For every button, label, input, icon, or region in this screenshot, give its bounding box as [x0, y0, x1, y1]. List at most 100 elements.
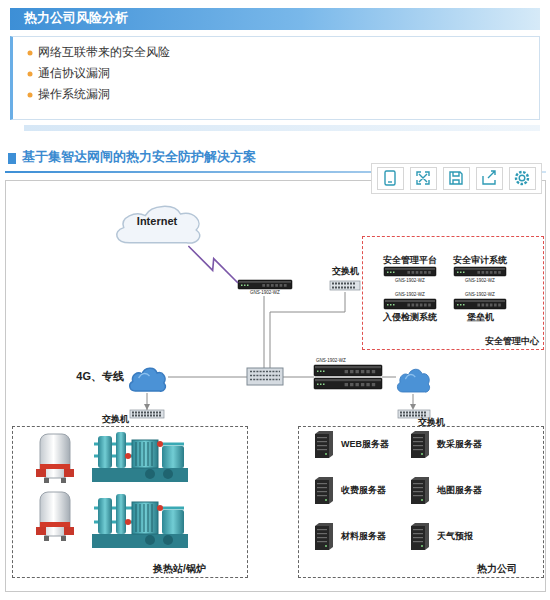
- boiler-tank: [64, 469, 74, 477]
- port-slot: [498, 271, 501, 274]
- heat-exchange-unit: [157, 441, 163, 447]
- model-number: GNS-1902-WZ: [238, 290, 292, 295]
- heat-exchange-unit: [136, 504, 152, 532]
- connector: [144, 393, 150, 410]
- toolbar: [372, 164, 542, 194]
- connector-line: [147, 393, 148, 410]
- status-led: [457, 272, 459, 274]
- switch-port: [400, 415, 402, 417]
- toolbar: [411, 168, 437, 190]
- switch-port: [347, 283, 349, 285]
- boiler-tank: [61, 536, 66, 541]
- switch-body: [330, 281, 360, 290]
- port-slot: [366, 383, 369, 386]
- server-side: [315, 523, 333, 550]
- heat-exchange-unit: [157, 505, 163, 511]
- node-label: 安全管理平台: [377, 255, 443, 265]
- port-slot: [420, 304, 423, 307]
- switch-port: [138, 412, 140, 414]
- node-label: 热力公司: [477, 563, 537, 575]
- toolbar: [385, 171, 395, 185]
- switch-port: [147, 415, 149, 417]
- port-slot: [355, 370, 358, 373]
- switch-device: 交换机: [398, 410, 430, 418]
- port-slot: [490, 271, 493, 274]
- bullet-dots: [28, 51, 33, 56]
- node-label: 交换机: [328, 266, 362, 276]
- rack-unit: [238, 280, 292, 289]
- server-front: [411, 526, 425, 550]
- node-label: 安全审计系统: [443, 255, 517, 265]
- switch-port: [353, 283, 355, 285]
- switch-port: [418, 415, 420, 417]
- switch-port: [132, 412, 134, 414]
- arrow-head: [144, 404, 150, 410]
- bastion-device: GNS-1902-WZ堡垒机: [443, 292, 517, 326]
- port-slot: [482, 271, 485, 274]
- switch-port: [150, 415, 152, 417]
- switch-device: 交换机: [328, 266, 362, 292]
- server-side: [411, 523, 429, 550]
- toolbar: [516, 172, 528, 184]
- rack-unit: [384, 267, 436, 276]
- boiler-tank: [61, 478, 66, 483]
- bullet-dots: [28, 72, 33, 77]
- server-led: [421, 499, 423, 501]
- rack-highlight: [315, 379, 381, 381]
- rack-unit: [384, 299, 436, 309]
- heading-marker: [8, 153, 16, 164]
- port-slot: [494, 271, 497, 274]
- server-slot: [413, 483, 423, 484]
- switch-port: [335, 287, 337, 289]
- status-led: [244, 285, 246, 287]
- bullet-dots: [28, 93, 33, 98]
- rack-highlight: [455, 300, 505, 302]
- switch-port: [409, 415, 411, 417]
- server-slot: [317, 491, 327, 492]
- port-slot: [407, 271, 410, 274]
- server-side: [315, 431, 333, 458]
- switch-port: [424, 415, 426, 417]
- model-number: GNS-1902-WZ: [377, 278, 443, 283]
- node-label: 收费服务器: [341, 485, 407, 495]
- heat-exchange-unit: [92, 534, 188, 548]
- switch-body: [130, 410, 164, 418]
- port-slot: [424, 271, 427, 274]
- heat-exchange-unit: [132, 440, 158, 468]
- boiler-tank: [64, 527, 74, 535]
- switch-port: [132, 415, 134, 417]
- port-slot: [345, 383, 348, 386]
- heat-exchange-unit: [98, 436, 112, 468]
- switch-port: [332, 287, 334, 289]
- security-center-zone: 安全管理中心安全管理平台GNS-1902-WZ安全审计系统GNS-1902-WZ…: [362, 236, 544, 350]
- server-slot: [413, 537, 423, 538]
- port-slot: [345, 370, 348, 373]
- server-slot: [317, 533, 327, 534]
- heat-exchange-unit: [145, 469, 155, 479]
- switch-port: [141, 412, 143, 414]
- switch-port: [156, 415, 158, 417]
- server-slot: [317, 495, 327, 496]
- switch-port: [403, 415, 405, 417]
- server-front: [315, 480, 329, 504]
- switch-port: [406, 415, 408, 417]
- server-slot: [317, 529, 327, 530]
- switch-port: [418, 412, 420, 414]
- down-arrow: [410, 404, 416, 410]
- boiler-tank: [40, 522, 70, 527]
- server-slot: [317, 441, 327, 442]
- status-led: [463, 304, 465, 306]
- rack-highlight: [455, 268, 505, 270]
- server-side: [411, 477, 429, 504]
- server-front: [315, 526, 329, 550]
- header-band: 热力公司风险分析: [10, 8, 540, 30]
- bullet-dots: [28, 51, 33, 98]
- server-slot: [413, 529, 423, 530]
- server-slot: [413, 533, 423, 534]
- port-slot: [350, 370, 353, 373]
- server-front: [411, 480, 425, 504]
- server-front: [411, 434, 425, 458]
- switch-port: [412, 412, 414, 414]
- node-label: 换热站/锅炉: [153, 563, 233, 575]
